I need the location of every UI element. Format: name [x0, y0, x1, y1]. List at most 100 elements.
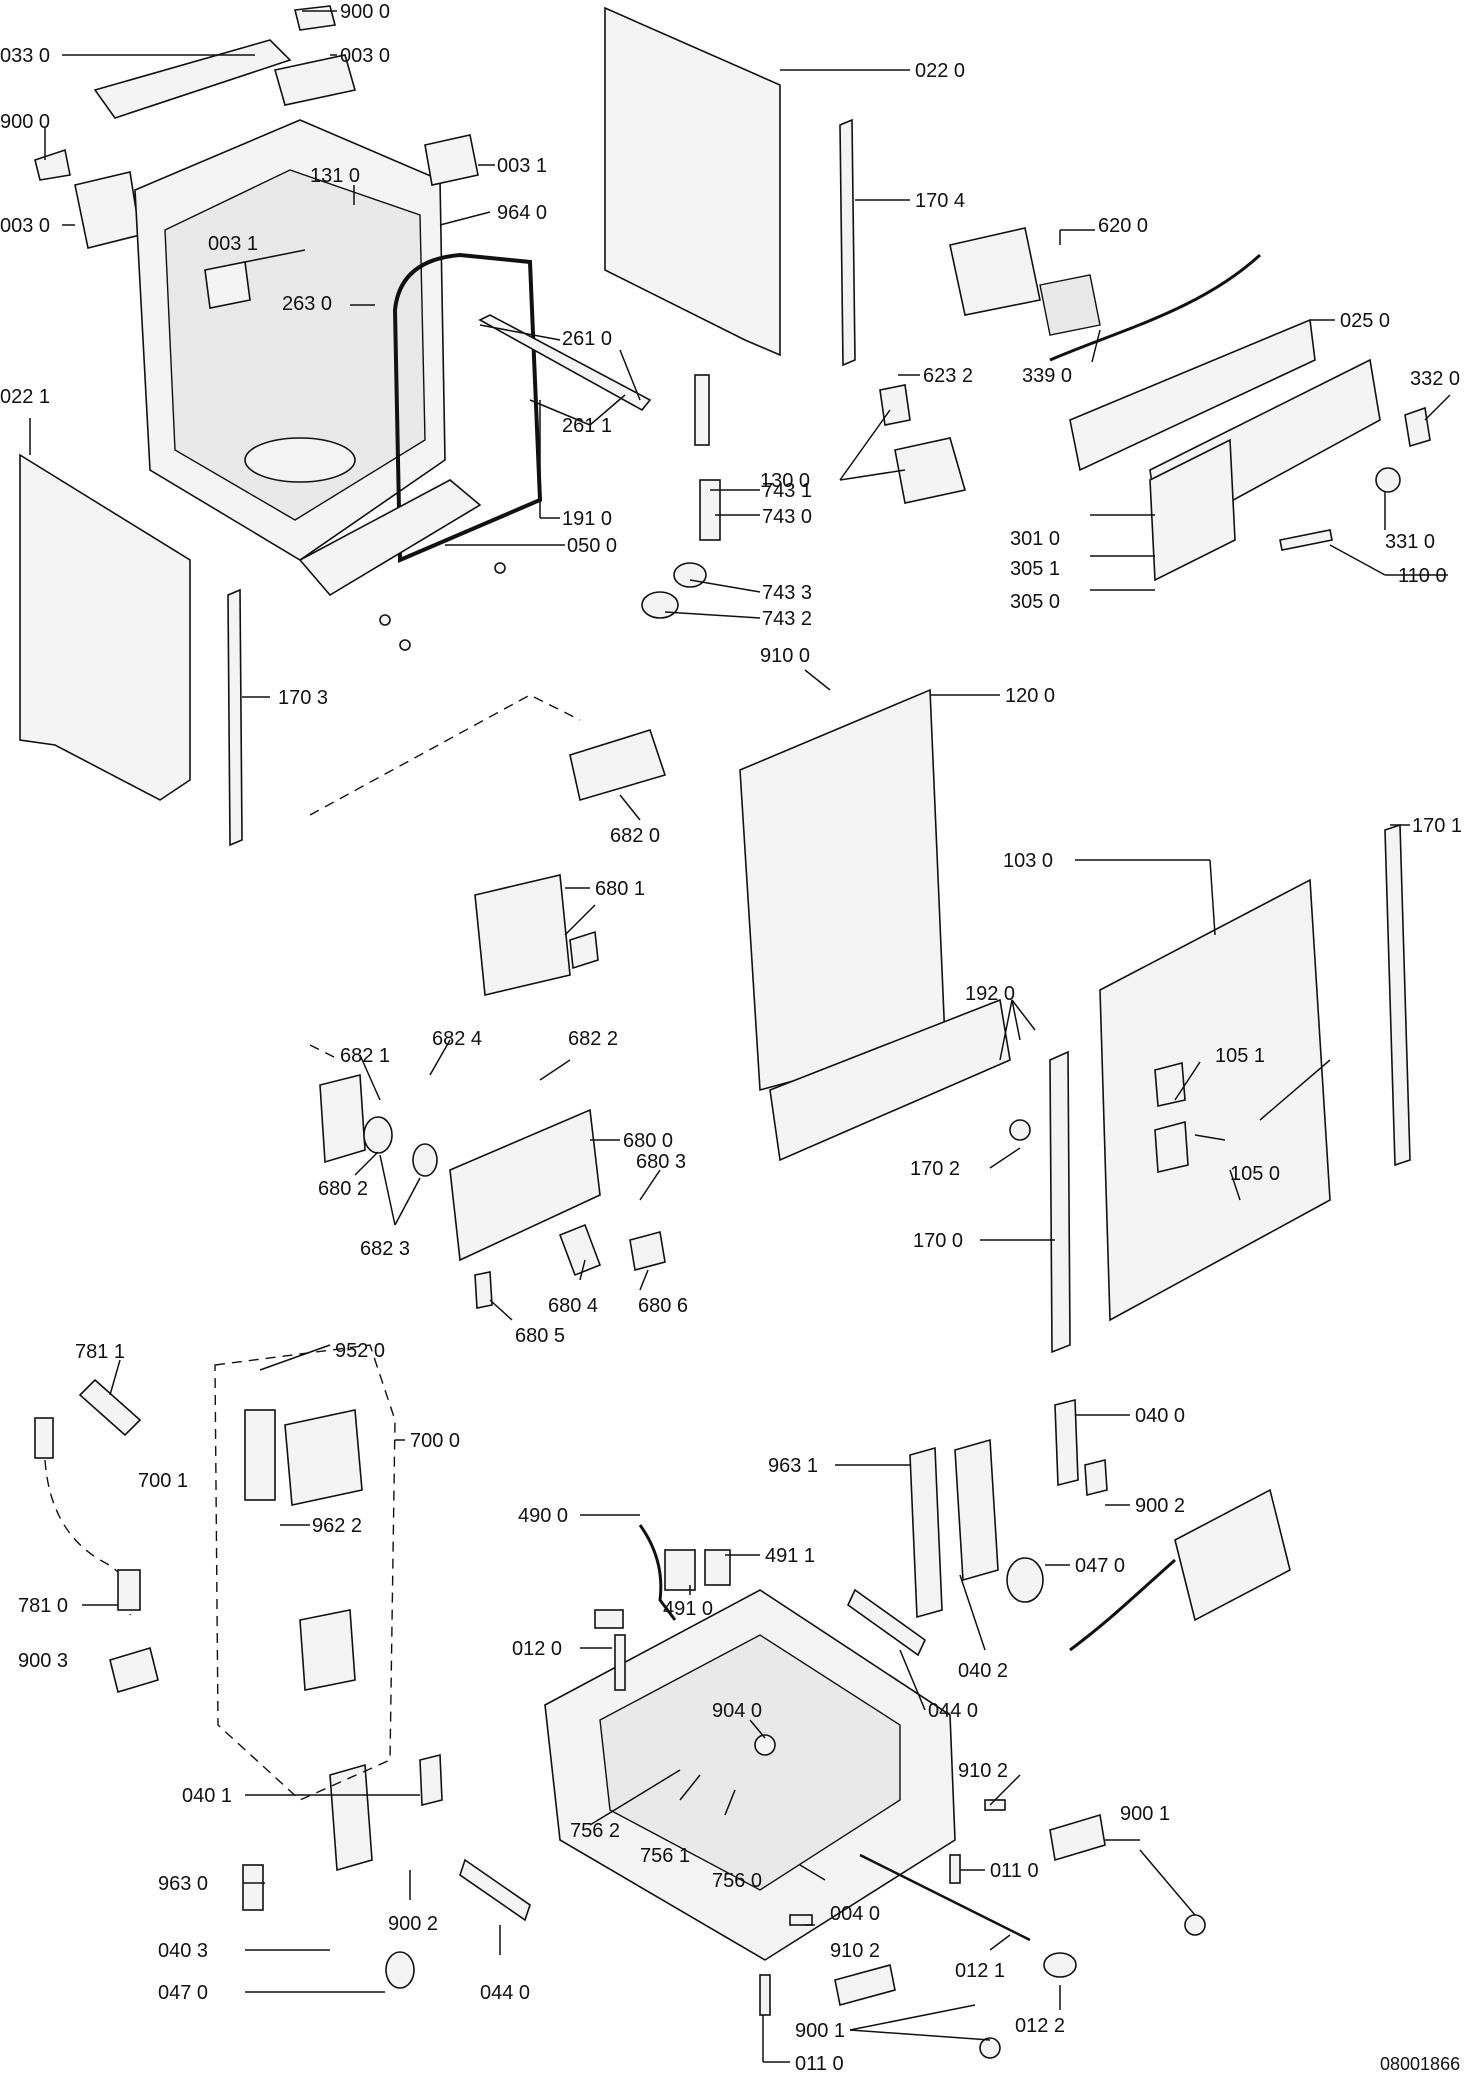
label-743-0: 743 0 — [762, 506, 812, 528]
label-910-0-top: 910 0 — [760, 645, 810, 667]
hinge-block-003-right — [424, 134, 479, 186]
gasket-191 — [392, 252, 543, 564]
label-050-0: 050 0 — [567, 535, 617, 557]
base-004 — [544, 1589, 956, 1961]
label-033-0: 033 0 — [0, 45, 50, 67]
label-756-1: 756 1 — [640, 1845, 690, 1867]
strip-170-1 — [1384, 823, 1411, 1167]
label-900-0-top: 900 0 — [340, 1, 390, 23]
label-022-0: 022 0 — [915, 60, 965, 82]
dispenser-130 — [879, 384, 967, 504]
label-305-0: 305 0 — [1010, 591, 1060, 613]
cap-682-1 — [319, 1073, 366, 1164]
label-910-2-bottom: 910 2 — [830, 1940, 880, 1962]
float-904 — [754, 1734, 776, 1756]
part-900-2-right — [1084, 1458, 1108, 1497]
hinge-block-003-left — [74, 171, 141, 249]
parts-680-4 — [558, 1223, 602, 1277]
label-682-1: 682 1 — [340, 1045, 390, 1067]
label-022-1: 022 1 — [0, 386, 50, 408]
trim-110 — [1279, 529, 1333, 551]
fascia-301 — [1149, 438, 1236, 582]
label-105-0: 105 0 — [1230, 1163, 1280, 1185]
label-011-0-right: 011 0 — [990, 1860, 1039, 1882]
side-panel-022-left — [19, 453, 191, 801]
label-044-0-right: 044 0 — [928, 1700, 978, 1722]
label-904-0: 904 0 — [712, 1700, 762, 1722]
label-170-3: 170 3 — [278, 687, 328, 709]
outer-door-103 — [1099, 878, 1331, 1322]
label-004-0: 004 0 — [830, 1903, 880, 1925]
relay-680-6 — [629, 1231, 666, 1271]
spring-781-0 — [34, 1417, 141, 1616]
label-910-2-right: 910 2 — [958, 1760, 1008, 1782]
pump-group-outline — [214, 1344, 396, 1801]
side-panel-022-right — [604, 6, 781, 357]
knob-331 — [1375, 467, 1401, 493]
strip-170-3 — [227, 588, 243, 847]
label-170-2: 170 2 — [910, 1158, 960, 1180]
label-620-0: 620 0 — [1098, 215, 1148, 237]
label-680-1: 680 1 — [595, 878, 645, 900]
label-682-0: 682 0 — [610, 825, 660, 847]
sensor-047-right — [1006, 1557, 1044, 1603]
label-680-5: 680 5 — [515, 1325, 565, 1347]
guide-line-window — [309, 694, 581, 816]
wiring-harness-right — [1069, 1488, 1291, 1652]
control-panel-025 — [1069, 318, 1316, 472]
strip-170-0 — [1049, 1050, 1071, 1354]
label-900-0-left: 900 0 — [0, 111, 50, 133]
label-047-0-right: 047 0 — [1075, 1555, 1125, 1577]
label-044-0-bottom: 044 0 — [480, 1982, 530, 2004]
label-900-1-right: 900 1 — [1120, 1803, 1170, 1825]
filter-680-1 — [474, 874, 599, 996]
label-192-0: 192 0 — [965, 983, 1015, 1005]
ring-680-2 — [363, 1116, 438, 1177]
label-025-0: 025 0 — [1340, 310, 1390, 332]
hinge-block-003-top — [273, 54, 357, 106]
label-130-0: 130 0 — [760, 470, 810, 492]
label-756-0: 756 0 — [712, 1870, 762, 1892]
label-682-3: 682 3 — [360, 1238, 410, 1260]
label-261-0: 261 0 — [562, 328, 612, 350]
bracket-900-3 — [109, 1646, 159, 1694]
label-963-0: 963 0 — [158, 1873, 208, 1895]
part-680-5 — [474, 1271, 493, 1309]
label-103-0: 103 0 — [1003, 850, 1053, 872]
label-332-0: 332 0 — [1410, 368, 1460, 390]
label-040-1: 040 1 — [182, 1785, 232, 1807]
label-680-4: 680 4 — [548, 1295, 598, 1317]
wiring-harness-025 — [1049, 253, 1262, 362]
label-305-1: 305 1 — [1010, 558, 1060, 580]
label-491-1: 491 1 — [765, 1545, 815, 1567]
label-301-0: 301 0 — [1010, 528, 1060, 550]
switch-332 — [1404, 406, 1431, 448]
label-743-2: 743 2 — [762, 608, 812, 630]
pump-700 — [244, 1409, 363, 1691]
label-623-2: 623 2 — [923, 365, 973, 387]
label-743-3: 743 3 — [762, 582, 812, 604]
label-110-0: 110 0 — [1398, 565, 1447, 587]
door-window-682 — [569, 729, 667, 802]
label-170-1: 170 1 — [1412, 815, 1462, 837]
heater-044-bottom — [459, 1858, 531, 1922]
label-131-0: 131 0 — [310, 165, 360, 187]
door-channel-192 — [769, 998, 1011, 1162]
label-900-2-right: 900 2 — [1135, 1495, 1185, 1517]
label-682-2: 682 2 — [568, 1028, 618, 1050]
strip-170-4 — [839, 118, 856, 367]
heater-044-right — [846, 1588, 927, 1657]
label-012-2: 012 2 — [1015, 2015, 1065, 2037]
label-900-2-bottom: 900 2 — [388, 1913, 438, 1935]
label-191-0: 191 0 — [562, 508, 612, 530]
screw-250 — [379, 562, 506, 651]
label-040-3: 040 3 — [158, 1940, 208, 1962]
label-040-2: 040 2 — [958, 1660, 1008, 1682]
rod-012-1 — [859, 1853, 1077, 1978]
hinge-bracket-900-left — [34, 148, 71, 181]
label-952-0: 952 0 — [335, 1340, 385, 1362]
spray-arm-261 — [478, 314, 652, 412]
label-964-0: 964 0 — [497, 202, 547, 224]
label-491-0: 491 0 — [663, 1598, 713, 1620]
part-963-0 — [242, 1864, 264, 1911]
